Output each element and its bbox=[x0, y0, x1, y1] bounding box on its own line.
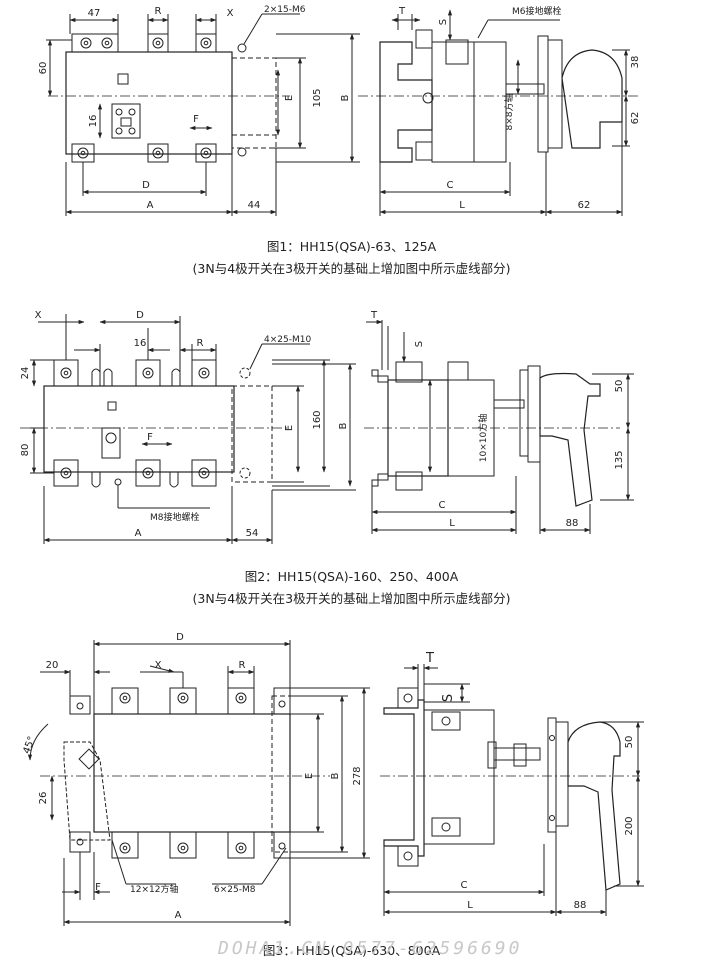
fig3-caption: 图3：HH15(QSA)-630、800A bbox=[262, 943, 441, 958]
fig1-note: (3N与4极开关在3极开关的基础上增加图中所示虚线部分) bbox=[192, 261, 511, 276]
fig2-dim-c: C bbox=[439, 500, 446, 511]
fig1-dim-16: 16 bbox=[88, 115, 99, 128]
fig3-angle: 45° bbox=[21, 735, 37, 755]
fig2-dim-l: L bbox=[449, 518, 455, 529]
fig3-hole-spec: 6×25-M8 bbox=[214, 885, 256, 895]
fig2-side-view bbox=[364, 319, 634, 534]
fig3-dim-l: L bbox=[467, 900, 473, 911]
fig3-dim-t: T bbox=[425, 651, 434, 666]
fig3-front-view bbox=[27, 640, 370, 926]
fig2-ground-bolt: M8接地螺栓 bbox=[150, 511, 200, 523]
fig1-front-view bbox=[46, 13, 360, 216]
fig3-dim-s: S bbox=[441, 694, 456, 702]
fig2-dim-d: D bbox=[136, 310, 144, 321]
fig3-dim-f: F bbox=[95, 882, 101, 893]
fig3-dim-26: 26 bbox=[38, 792, 49, 805]
fig2-dim-16: 16 bbox=[134, 338, 147, 349]
fig1-dim-47: 47 bbox=[88, 8, 101, 19]
fig1-dim-38: 38 bbox=[630, 56, 641, 69]
fig3-dim-88: 88 bbox=[574, 900, 587, 911]
fig1-hole-spec: 2×15-M6 bbox=[264, 5, 306, 15]
fig3-dim-50: 50 bbox=[624, 736, 635, 749]
fig1-dim-62h: 62 bbox=[578, 200, 591, 211]
fig2-dim-a: A bbox=[135, 528, 142, 539]
fig2-dim-80: 80 bbox=[20, 444, 31, 457]
fig2-dim-50: 50 bbox=[614, 380, 625, 393]
fig1-dim-c: C bbox=[447, 180, 454, 191]
fig2-dim-54: 54 bbox=[246, 528, 259, 539]
fig3-dim-e: E bbox=[304, 773, 315, 779]
fig1-dim-e: E bbox=[284, 95, 295, 101]
fig1-dim-105: 105 bbox=[312, 88, 323, 107]
fig2-dim-b: B bbox=[338, 422, 349, 429]
fig1-dim-a: A bbox=[147, 200, 154, 211]
watermark: DOHA1.CN 0577-62596690 bbox=[218, 938, 523, 959]
fig1-caption: 图1：HH15(QSA)-63、125A bbox=[266, 239, 437, 254]
fig1-dim-44: 44 bbox=[248, 200, 261, 211]
fig1-dim-60: 60 bbox=[38, 62, 49, 75]
fig2-dim-24: 24 bbox=[20, 367, 31, 380]
fig3-side-view bbox=[380, 664, 644, 916]
fig2-dim-f: F bbox=[147, 432, 153, 443]
fig2-front-view bbox=[20, 314, 356, 544]
fig1-dim-b: B bbox=[340, 94, 351, 101]
fig2-shaft: 10×10方轴 bbox=[477, 414, 489, 462]
fig1-dim-62v: 62 bbox=[630, 112, 641, 125]
fig2-note: (3N与4极开关在3极开关的基础上增加图中所示虚线部分) bbox=[192, 591, 511, 606]
fig2-dim-88: 88 bbox=[566, 518, 579, 529]
fig1-dim-l: L bbox=[459, 200, 465, 211]
fig1-shaft: 8×8方轴 bbox=[503, 94, 515, 131]
fig3-dim-200: 200 bbox=[624, 816, 635, 835]
fig2-dim-x: X bbox=[35, 310, 42, 321]
fig3-dim-x: X bbox=[155, 660, 162, 671]
fig1-side-view bbox=[358, 9, 640, 216]
fig3-dim-b: B bbox=[330, 772, 341, 779]
fig1-dim-d: D bbox=[142, 180, 150, 191]
fig2-dim-t: T bbox=[370, 310, 378, 321]
fig3-dim-d: D bbox=[176, 632, 184, 643]
fig1-ground-bolt: M6接地螺栓 bbox=[512, 5, 562, 17]
fig3-dim-278: 278 bbox=[352, 766, 363, 785]
fig3-dim-c: C bbox=[461, 880, 468, 891]
fig2-dim-e: E bbox=[284, 425, 295, 431]
fig1-dim-r: R bbox=[155, 6, 162, 17]
fig2-dim-135: 135 bbox=[614, 450, 625, 469]
fig3-dim-r: R bbox=[239, 660, 246, 671]
fig2-dim-r: R bbox=[197, 338, 204, 349]
fig3-dim-20: 20 bbox=[46, 660, 59, 671]
fig2-dim-s: S bbox=[414, 341, 425, 347]
fig1-dim-f: F bbox=[193, 114, 199, 125]
fig2-dim-160: 160 bbox=[312, 410, 323, 429]
fig2-hole-spec: 4×25-M10 bbox=[264, 335, 311, 345]
fig1-dim-s: S bbox=[438, 19, 449, 25]
fig1-dim-x: X bbox=[227, 8, 234, 19]
fig1-dim-t: T bbox=[398, 6, 406, 17]
fig3-dim-a: A bbox=[175, 910, 182, 921]
fig2-caption: 图2：HH15(QSA)-160、250、400A bbox=[244, 569, 459, 584]
fig3-shaft: 12×12方轴 bbox=[130, 883, 178, 895]
